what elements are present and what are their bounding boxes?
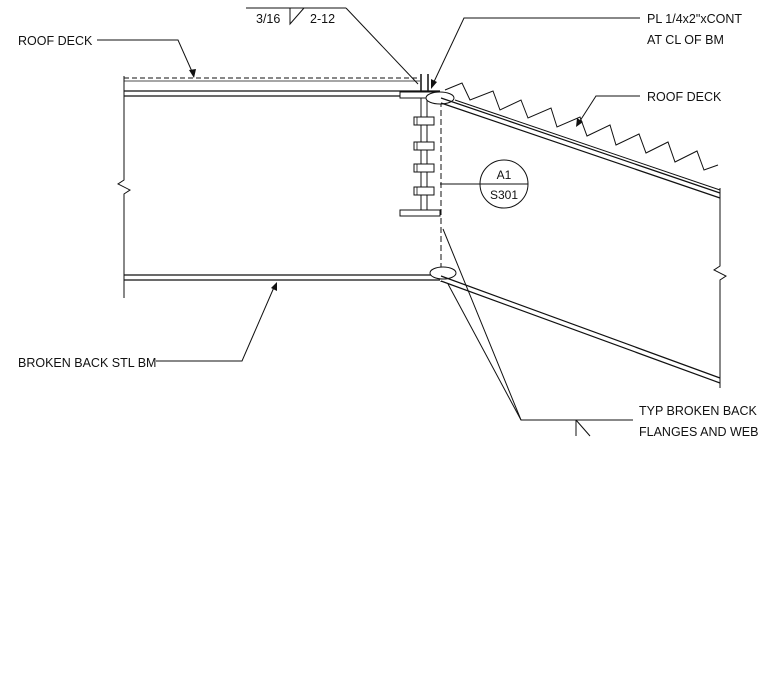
bolt xyxy=(413,141,435,151)
top-weld-mark xyxy=(420,74,429,92)
roof-deck-right-arrow xyxy=(576,118,583,127)
label-typ-broken-back: TYP BROKEN BACK FLANGES AND WEB xyxy=(442,228,758,439)
right-roof-deck-base xyxy=(454,99,721,191)
weld-fillet-triangle xyxy=(289,7,305,26)
roof-deck-right-leader xyxy=(577,95,640,125)
roof-deck-right-text: ROOF DECK xyxy=(647,90,722,104)
broken-back-beam-leader xyxy=(156,284,276,362)
right-top-flange-bottom xyxy=(440,102,721,199)
right-top-flange-top xyxy=(440,97,721,194)
left-break-line xyxy=(117,76,131,298)
bolt xyxy=(413,116,435,126)
typ-leader-branch xyxy=(447,283,522,421)
plate-leader xyxy=(431,17,640,87)
plate-bottom-leg xyxy=(399,209,441,217)
plate-leader-arrow xyxy=(431,79,437,89)
label-roof-deck-left: ROOF DECK xyxy=(18,34,196,78)
section-callout[interactable]: A1 S301 xyxy=(440,159,529,209)
top-flange-weld xyxy=(425,91,455,105)
weld-length-text: 2-12 xyxy=(310,12,335,26)
typ-text-line1: TYP BROKEN BACK xyxy=(639,404,758,418)
typ-text-line2: FLANGES AND WEB xyxy=(639,425,758,439)
connection-plate xyxy=(399,74,457,282)
left-beam xyxy=(117,76,440,298)
roof-deck-left-leader xyxy=(97,39,195,77)
bottom-flange-weld xyxy=(429,266,457,280)
label-roof-deck-right: ROOF DECK xyxy=(576,90,722,127)
weld-size-text: 3/16 xyxy=(256,12,280,26)
right-bottom-flange-bottom xyxy=(440,280,721,384)
weld-leader xyxy=(345,7,419,85)
plate-text-line2: AT CL OF BM xyxy=(647,33,724,47)
roof-deck-left-arrow xyxy=(189,69,196,78)
typ-leader-main xyxy=(442,228,633,421)
section-detail-number: A1 xyxy=(497,168,512,182)
broken-back-beam-text: BROKEN BACK STL BM xyxy=(18,356,156,370)
roof-deck-left-text: ROOF DECK xyxy=(18,34,93,48)
broken-back-beam-arrow xyxy=(271,282,277,291)
label-plate: PL 1/4x2"xCONT AT CL OF BM xyxy=(431,12,742,89)
typ-leader-tick2 xyxy=(575,419,591,437)
weld-symbol: 3/16 2-12 xyxy=(246,7,419,85)
right-beam xyxy=(440,82,727,388)
right-break-line xyxy=(713,188,727,388)
bolt xyxy=(413,163,435,173)
right-roof-deck-corrugated xyxy=(444,82,719,171)
label-broken-back-beam: BROKEN BACK STL BM xyxy=(18,282,277,370)
bolt xyxy=(413,186,435,196)
section-sheet-number: S301 xyxy=(490,188,518,202)
plate-web xyxy=(420,91,428,217)
plate-text-line1: PL 1/4x2"xCONT xyxy=(647,12,742,26)
right-bottom-flange-top xyxy=(440,275,721,379)
